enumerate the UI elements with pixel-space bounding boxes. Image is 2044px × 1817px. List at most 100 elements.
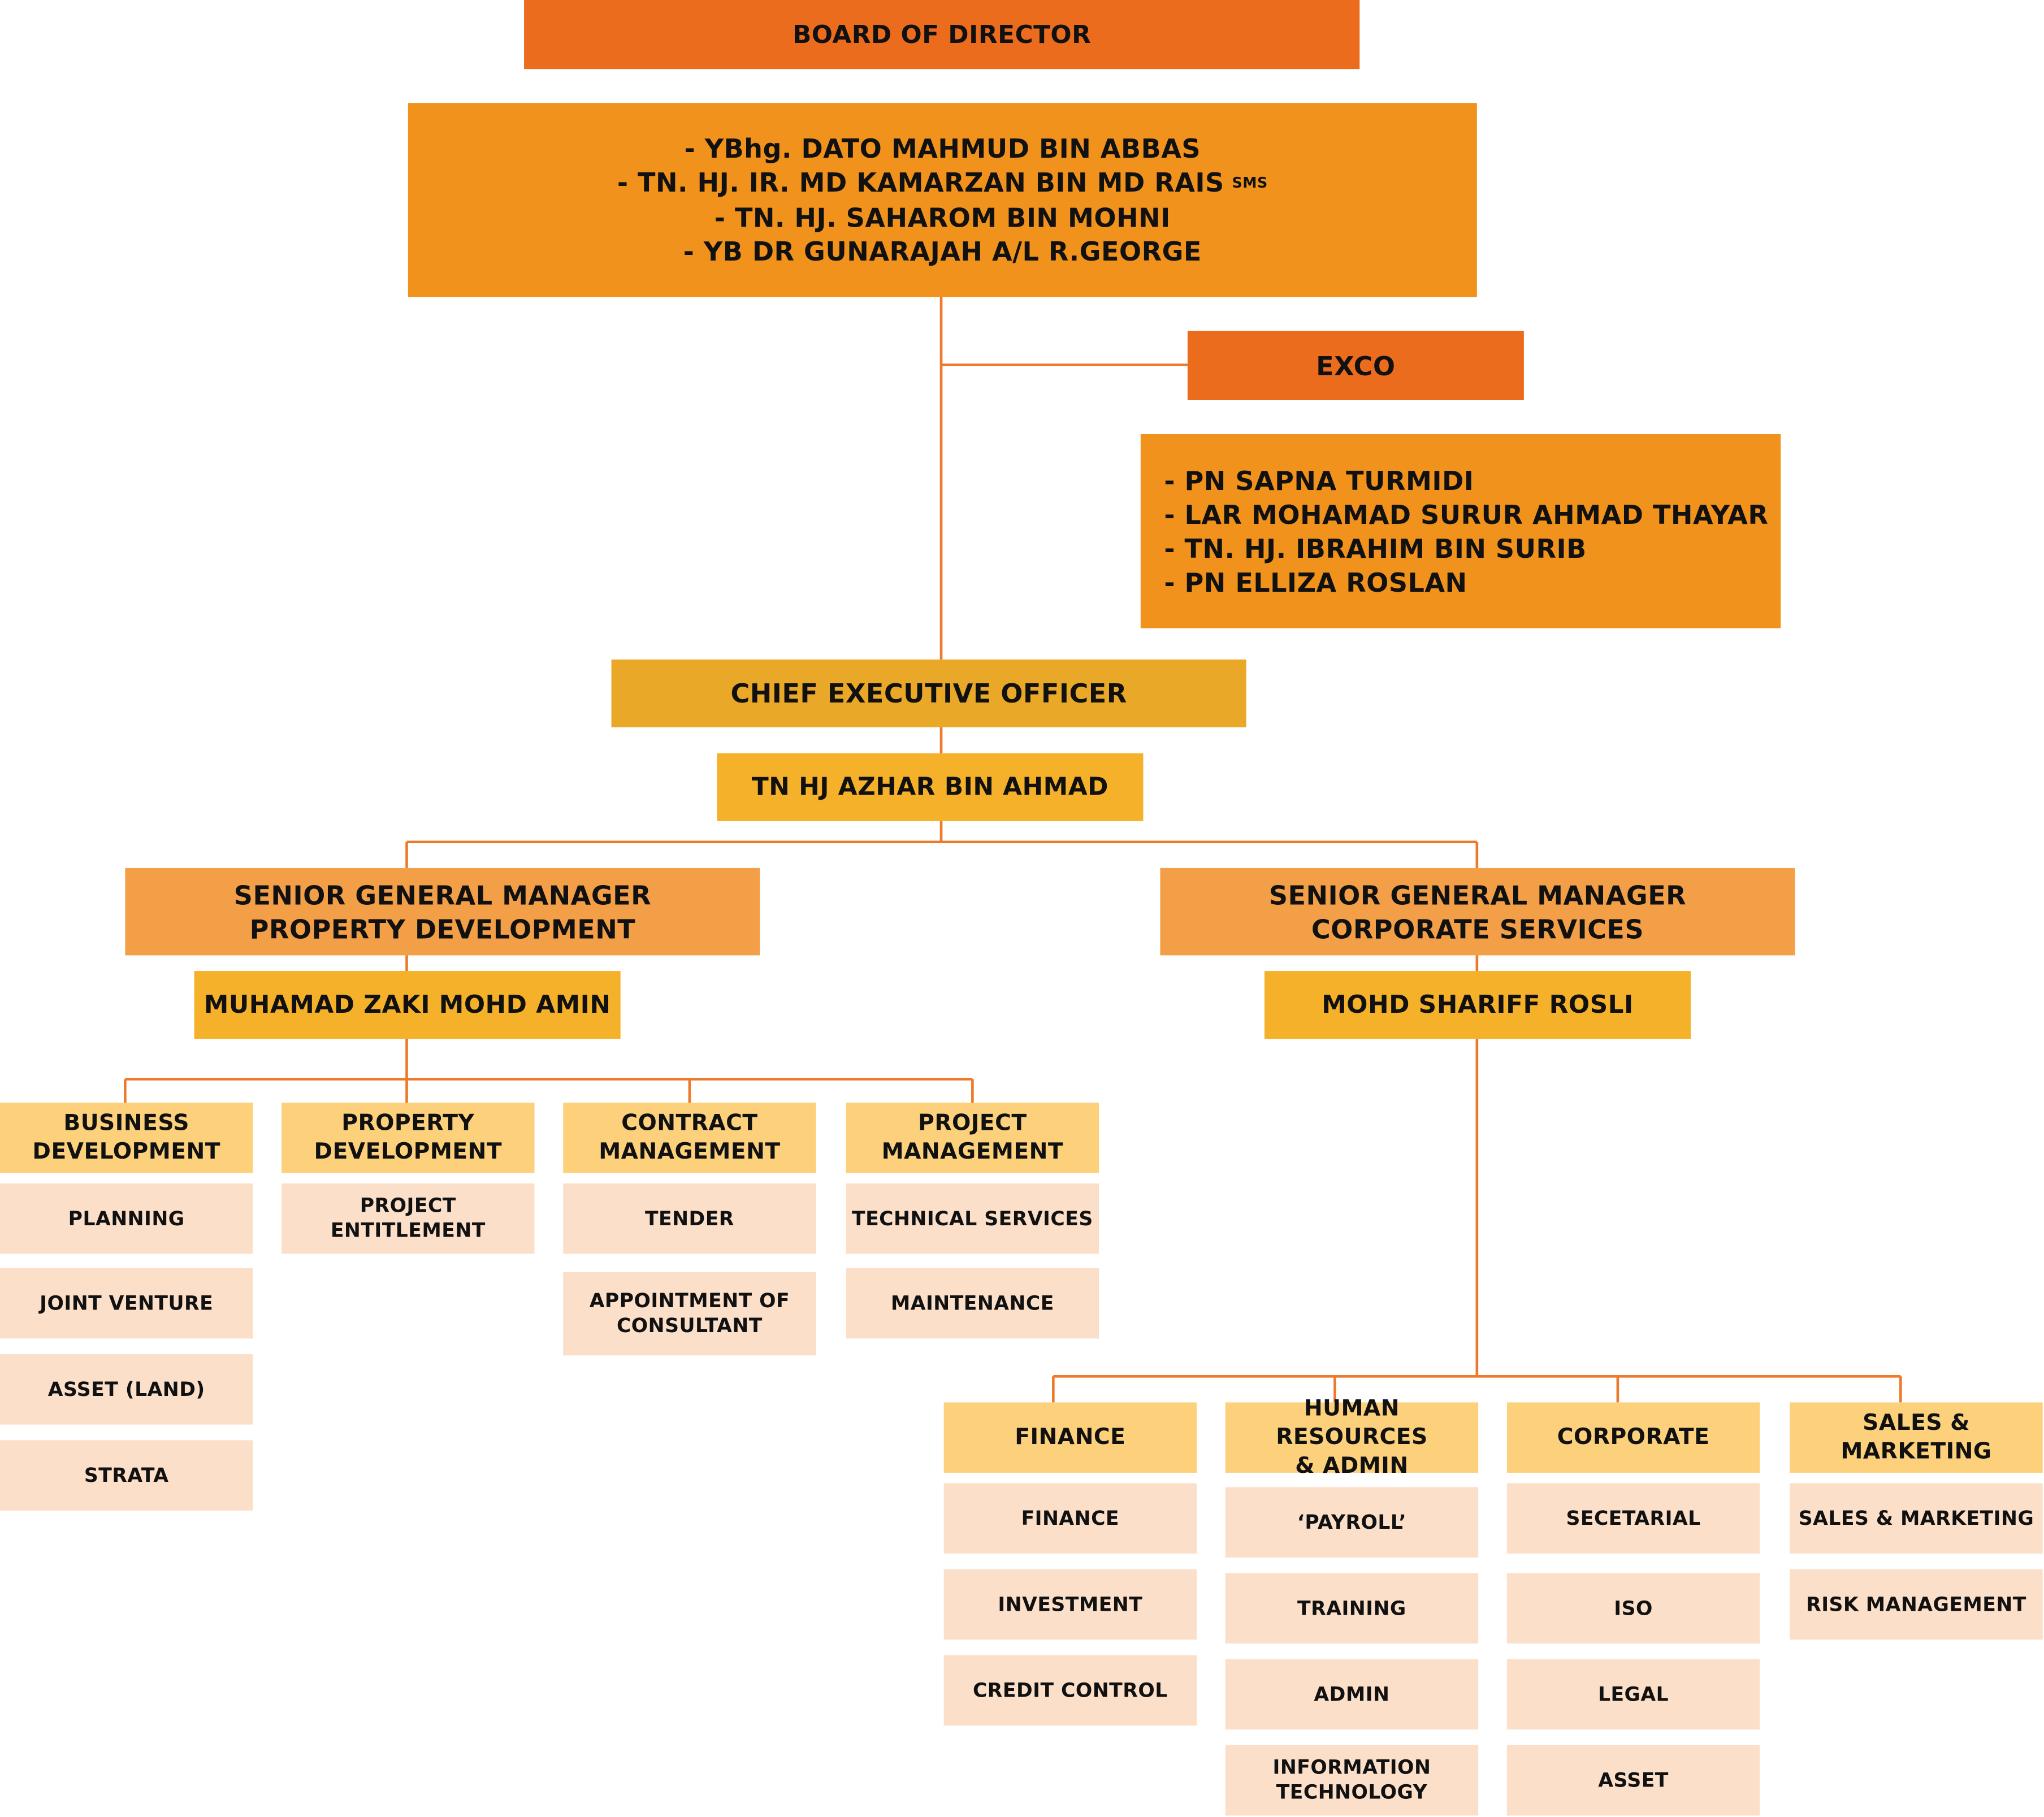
- sgm-property-title-line1: SENIOR GENERAL MANAGER: [233, 879, 652, 910]
- unit-risk-management: RISK MANAGEMENT: [1790, 1569, 2043, 1640]
- exco-member-2: - LAR MOHAMAD SURUR AHMAD THAYAR: [1164, 498, 1769, 530]
- exco-title: EXCO: [1316, 350, 1396, 381]
- unit-label-line2: ENTITLEMENT: [330, 1218, 486, 1242]
- exco-members-box: - PN SAPNA TURMIDI - LAR MOHAMAD SURUR A…: [1140, 433, 1781, 628]
- unit-admin: ADMIN: [1225, 1659, 1479, 1730]
- unit-label: JOINT VENTURE: [40, 1291, 214, 1315]
- board-member-3: - TN. HJ. SAHAROM BIN MOHNI: [714, 202, 1171, 234]
- sgm-property-box: SENIOR GENERAL MANAGER PROPERTY DEVELOPM…: [125, 868, 760, 956]
- dept-label-line2: MANAGEMENT: [599, 1139, 781, 1165]
- unit-sales-marketing: SALES & MARKETING: [1790, 1483, 2043, 1554]
- unit-label-line1: PROJECT: [360, 1194, 456, 1217]
- unit-label: ISO: [1614, 1595, 1653, 1620]
- unit-secretarial: SECETARIAL: [1506, 1483, 1760, 1554]
- unit-maintenance: MAINTENANCE: [846, 1268, 1099, 1339]
- board-members-box: - YBhg. DATO MAHMUD BIN ABBAS - TN. HJ. …: [408, 103, 1477, 297]
- unit-label: ADMIN: [1314, 1682, 1390, 1706]
- board-member-2: - TN. HJ. IR. MD KAMARZAN BIN MD RAIS: [617, 166, 1224, 198]
- unit-label: ‘PAYROLL’: [1297, 1510, 1407, 1534]
- sgm-corporate-box: SENIOR GENERAL MANAGER CORPORATE SERVICE…: [1160, 868, 1795, 956]
- unit-label: SECETARIAL: [1566, 1506, 1701, 1530]
- dept-label-line1: HUMAN RESOURCES: [1276, 1395, 1428, 1451]
- board-member-1: - YBhg. DATO MAHMUD BIN ABBAS: [684, 132, 1201, 164]
- unit-iso: ISO: [1506, 1573, 1760, 1644]
- unit-label: ASSET (LAND): [47, 1377, 205, 1400]
- board-title: BOARD OF DIRECTOR: [792, 20, 1092, 49]
- dept-label-line1: PROPERTY: [341, 1110, 475, 1137]
- unit-label: TRAINING: [1297, 1595, 1406, 1620]
- connector-ceo-to-sgm: [405, 821, 1479, 868]
- dept-label-line1: PROJECT: [918, 1110, 1027, 1137]
- sgm-corporate-name-box: MOHD SHARIFF ROSLI: [1264, 971, 1691, 1039]
- unit-label: TECHNICAL SERVICES: [852, 1206, 1093, 1230]
- unit-label: TENDER: [644, 1206, 734, 1230]
- unit-tender: TENDER: [563, 1183, 816, 1254]
- sgm-corporate-title-line1: SENIOR GENERAL MANAGER: [1268, 879, 1687, 910]
- dept-label-line2: MANAGEMENT: [881, 1139, 1064, 1165]
- dept-label-line1: BUSINESS: [63, 1110, 189, 1137]
- unit-planning: PLANNING: [0, 1183, 253, 1254]
- unit-label: FINANCE: [1021, 1506, 1120, 1530]
- dept-sales-marketing: SALES &MARKETING: [1790, 1402, 2043, 1473]
- unit-label: SALES & MARKETING: [1798, 1506, 2034, 1530]
- ceo-name: TN HJ AZHAR BIN AHMAD: [751, 773, 1108, 802]
- dept-corporate: CORPORATE: [1506, 1402, 1760, 1473]
- unit-label-line2: TECHNOLOGY: [1276, 1780, 1428, 1804]
- sgm-property-title-line2: PROPERTY DEVELOPMENT: [249, 913, 636, 944]
- dept-human-resources-admin: HUMAN RESOURCES& ADMIN: [1225, 1396, 1479, 1479]
- unit-strata: STRATA: [0, 1440, 253, 1511]
- dept-label-line2: MARKETING: [1841, 1438, 1992, 1465]
- dept-label-line1: FINANCE: [1015, 1424, 1126, 1451]
- unit-training: TRAINING: [1225, 1573, 1479, 1644]
- unit-label: INVESTMENT: [998, 1591, 1143, 1616]
- unit-label: LEGAL: [1597, 1682, 1669, 1706]
- unit-investment: INVESTMENT: [943, 1569, 1197, 1640]
- exco-member-1: - PN SAPNA TURMIDI: [1164, 465, 1474, 496]
- board-member-2-suffix: SMS: [1232, 175, 1268, 192]
- unit-asset: ASSET: [1506, 1745, 1760, 1816]
- unit-payroll: ‘PAYROLL’: [1225, 1487, 1479, 1558]
- exco-header: EXCO: [1187, 331, 1524, 400]
- connector-right-departments: [1052, 1038, 1902, 1403]
- dept-label-line2: & ADMIN: [1295, 1453, 1409, 1480]
- unit-label-line2: CONSULTANT: [616, 1313, 763, 1338]
- dept-label-line2: DEVELOPMENT: [314, 1139, 503, 1165]
- sgm-corporate-title-line2: CORPORATE SERVICES: [1311, 913, 1644, 944]
- unit-label: MAINTENANCE: [890, 1291, 1054, 1315]
- ceo-title: CHIEF EXECUTIVE OFFICER: [730, 678, 1127, 709]
- unit-label-line1: APPOINTMENT OF: [589, 1289, 790, 1313]
- unit-asset-land: ASSET (LAND): [0, 1354, 253, 1425]
- ceo-title-box: CHIEF EXECUTIVE OFFICER: [611, 659, 1246, 727]
- dept-finance: FINANCE: [943, 1402, 1197, 1473]
- unit-credit-control: CREDIT CONTROL: [943, 1655, 1197, 1726]
- exco-member-4: - PN ELLIZA ROSLAN: [1164, 566, 1467, 598]
- sgm-property-name: MUHAMAD ZAKI MOHD AMIN: [203, 990, 611, 1020]
- unit-legal: LEGAL: [1506, 1659, 1760, 1730]
- dept-label-line1: SALES &: [1863, 1410, 1970, 1437]
- dept-label-line1: CORPORATE: [1557, 1424, 1710, 1451]
- unit-label: PLANNING: [68, 1206, 185, 1230]
- sgm-corporate-name: MOHD SHARIFF ROSLI: [1322, 990, 1634, 1020]
- ceo-name-box: TN HJ AZHAR BIN AHMAD: [717, 753, 1144, 821]
- unit-label: RISK MANAGEMENT: [1806, 1591, 2026, 1616]
- unit-label-line1: INFORMATION: [1272, 1755, 1431, 1779]
- dept-label-line2: DEVELOPMENT: [32, 1139, 220, 1165]
- unit-joint-venture: JOINT VENTURE: [0, 1268, 253, 1339]
- board-header: BOARD OF DIRECTOR: [524, 0, 1360, 70]
- connector-left-departments: [124, 1038, 974, 1103]
- unit-label: STRATA: [84, 1463, 169, 1487]
- unit-finance: FINANCE: [943, 1483, 1197, 1554]
- sgm-property-name-box: MUHAMAD ZAKI MOHD AMIN: [194, 971, 621, 1039]
- unit-label: CREDIT CONTROL: [972, 1678, 1168, 1702]
- unit-label: ASSET: [1598, 1768, 1669, 1792]
- unit-technical-services: TECHNICAL SERVICES: [846, 1183, 1099, 1254]
